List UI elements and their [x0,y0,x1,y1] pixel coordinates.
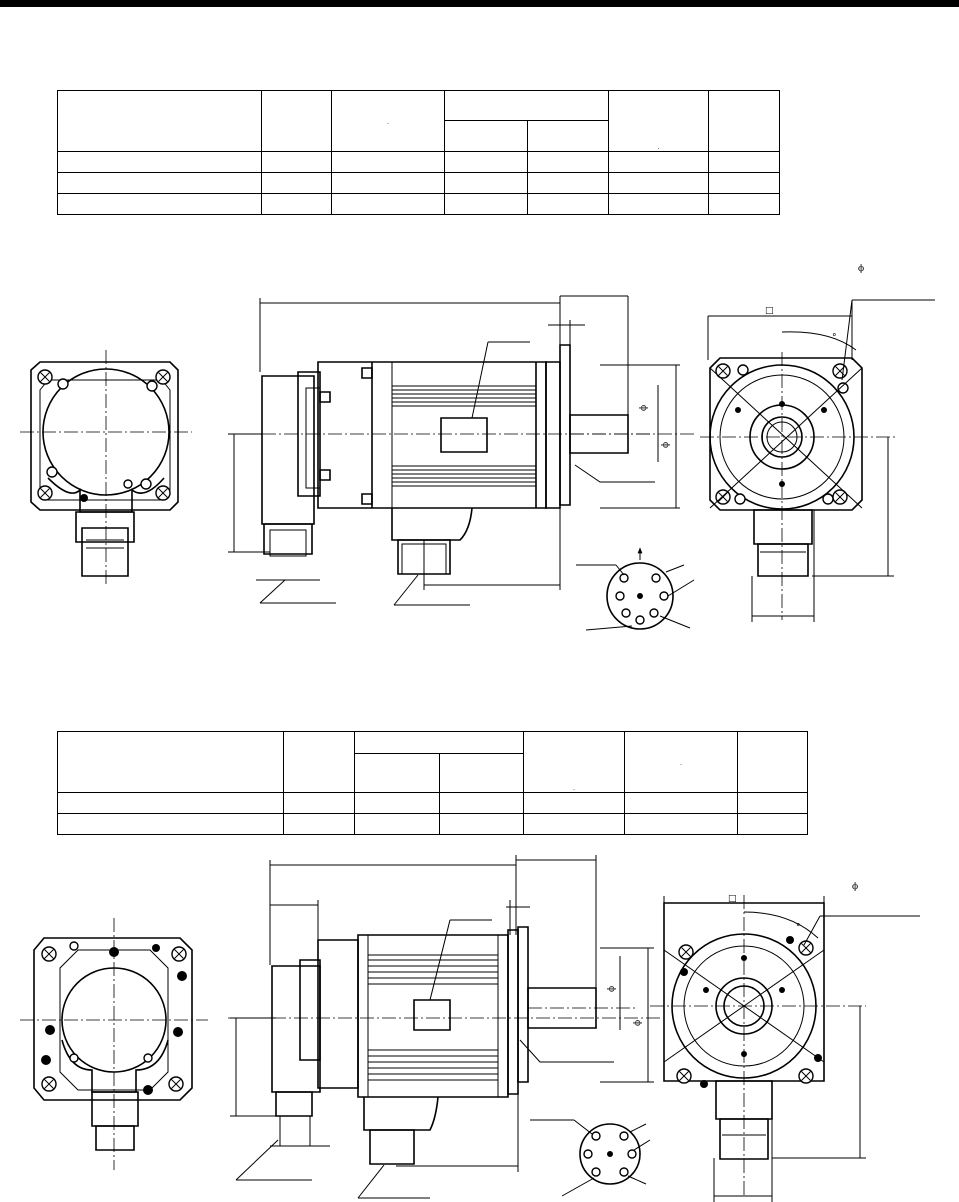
mounting-hole-icon [41,1076,57,1092]
table2-header-col7 [737,731,808,793]
mounting-hole-icon [832,363,848,379]
side-view-2: ϕ ϕ [228,855,660,1198]
table2-header-col5: . [523,731,625,793]
side-view-1: ϕ ϕ [228,296,695,605]
diameter-symbol: ϕ [633,1020,643,1026]
mounting-hole-icon [678,944,694,960]
front-view-1: □ ϕ ° [700,264,935,622]
table1-header-col6: . [608,90,709,152]
front-view-2: □ ϕ ° [650,882,920,1202]
table1-subheader-a [444,120,528,152]
diameter-symbol: ϕ [607,986,617,992]
diameter-symbol: ϕ [852,882,858,892]
table1-header-col7 [708,90,780,152]
header-rule [0,0,959,7]
mounting-hole-icon [37,485,53,501]
dimension-table-1: . . [57,90,780,215]
degree-symbol: ° [832,333,837,343]
mounting-hole-icon [37,369,53,385]
square-symbol: □ [765,306,774,316]
connector-pinout-1 [576,547,694,630]
table1-dot-2: . [657,144,660,151]
mounting-hole-icon [798,940,814,956]
rear-view-1 [20,350,192,585]
connector-pinout-2 [530,1120,650,1196]
mounting-hole-icon [155,485,171,501]
mounting-hole-icon [798,1068,814,1084]
table2-dot-2: . [680,760,682,767]
degree-symbol: ° [796,923,801,933]
diameter-symbol: ϕ [858,264,864,274]
diameter-symbol: ϕ [639,405,649,411]
table1-header-col3: . [331,90,445,152]
table2-dot-1: . [573,785,575,792]
table2-cell [737,813,808,835]
mounting-hole-icon [168,1076,184,1092]
mounting-hole-icon [41,946,57,962]
table1-header-group [444,90,609,121]
mounting-hole-icon [155,369,171,385]
diameter-symbol: ϕ [661,442,671,448]
dimension-table-2: . . [57,731,808,835]
table2-header-col2 [283,731,355,793]
square-symbol: □ [728,894,737,904]
mounting-hole-icon [171,946,187,962]
table1-dot-1: . [387,119,389,126]
mounting-hole-icon [676,1068,692,1084]
table1-cell [708,193,780,215]
rear-view-2 [20,918,208,1170]
table2-header-model [57,731,284,793]
